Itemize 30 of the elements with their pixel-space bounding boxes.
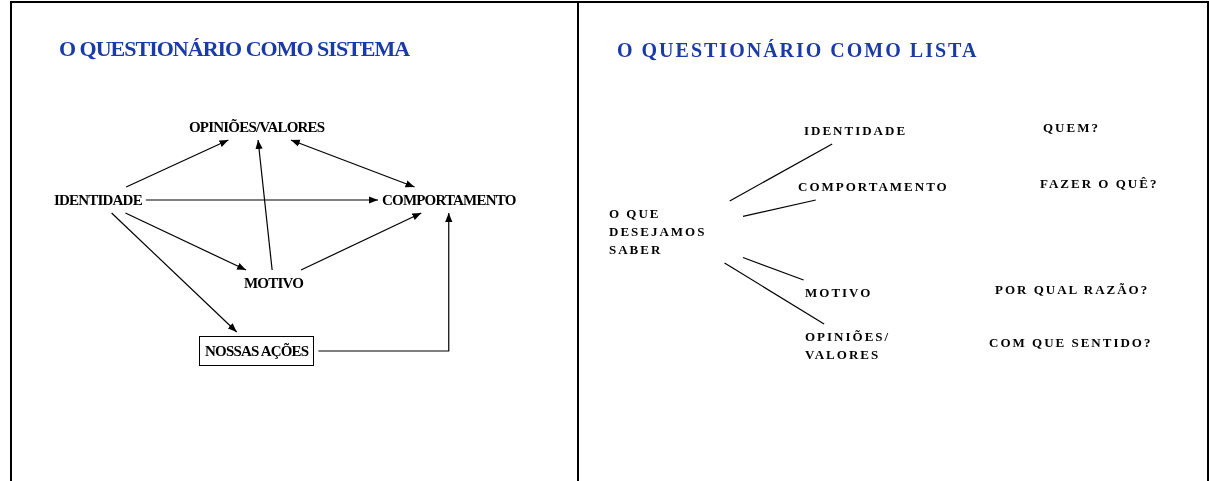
arrow bbox=[125, 139, 229, 188]
connector-line bbox=[729, 143, 833, 202]
panel-title: O QUESTIONÁRIO COMO SISTEMA bbox=[59, 36, 410, 62]
arrow bbox=[290, 139, 416, 188]
node-label: IDENTIDADE bbox=[54, 191, 142, 209]
question-label: FAZER O QUÊ? bbox=[1040, 176, 1159, 192]
node-label: O QUE DESEJAMOS SABER bbox=[609, 205, 739, 259]
arrow bbox=[111, 212, 238, 333]
node-label: MOTIVO bbox=[244, 274, 304, 292]
arrow bbox=[124, 212, 247, 271]
process-box: NOSSAS AÇÕES bbox=[199, 336, 315, 366]
arrow bbox=[145, 196, 379, 204]
node-label: MOTIVO bbox=[805, 284, 873, 302]
node-label: COMPORTAMENTO bbox=[382, 191, 516, 209]
connector-line bbox=[742, 256, 805, 281]
node-label: OPINIÕES/ VALORES bbox=[805, 328, 915, 364]
node-label: IDENTIDADE bbox=[804, 122, 908, 140]
panel bbox=[577, 1, 1209, 481]
question-label: QUEM? bbox=[1043, 120, 1100, 136]
arrow bbox=[317, 212, 453, 352]
connector-line bbox=[724, 262, 825, 325]
node-label: OPINIÕES/VALORES bbox=[189, 118, 325, 136]
connector-line bbox=[742, 199, 817, 218]
node-label: COMPORTAMENTO bbox=[798, 178, 949, 196]
arrow bbox=[300, 212, 422, 271]
panel-title: O QUESTIONÁRIO COMO LISTA bbox=[617, 39, 979, 62]
panel bbox=[10, 1, 579, 481]
question-label: COM QUE SENTIDO? bbox=[989, 335, 1153, 351]
arrow bbox=[255, 139, 273, 271]
question-label: POR QUAL RAZÃO? bbox=[995, 282, 1150, 298]
